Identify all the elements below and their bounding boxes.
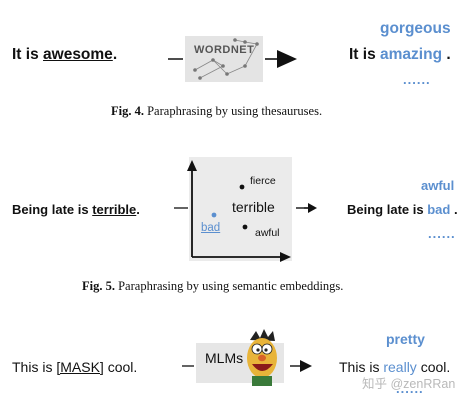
- embedding-plot-box: [189, 157, 292, 261]
- fig4-result-sentence: It is amazing .: [349, 46, 451, 63]
- plot-label-terrible: terrible: [232, 199, 275, 215]
- fig5-alt-above: awful: [421, 178, 455, 193]
- fig6-source-sentence: This is [MASK] cool.: [12, 359, 138, 375]
- fig4-alt-below: ......: [403, 72, 431, 87]
- plot-label-awful: awful: [255, 227, 280, 239]
- fig6-alt-below: ......: [396, 381, 424, 396]
- fig4-caption: Fig. 4. Paraphrasing by using thesauruse…: [111, 104, 323, 118]
- point-fierce: [239, 184, 245, 190]
- fig5-caption: Fig. 5. Paraphrasing by using semantic e…: [82, 279, 344, 293]
- fig6-target-word: [MASK]: [56, 359, 104, 375]
- fig5-source-sentence: Being late is terrible.: [12, 202, 140, 217]
- plot-label-bad: bad: [201, 222, 221, 234]
- fig6-mlm-pipeline: [182, 329, 312, 386]
- fig5-target-word: terrible: [92, 202, 137, 217]
- fig4-target-word: awesome: [43, 46, 113, 63]
- bert-character-icon: [247, 329, 277, 386]
- fig6-alt-above: pretty: [386, 331, 425, 347]
- wordnet-box: [185, 36, 263, 82]
- fig6-result-sentence: This is really cool.: [339, 359, 451, 375]
- plot-label-fierce: fierce: [250, 175, 276, 187]
- watermark: 知乎 @zenRRan: [362, 377, 456, 391]
- fig5-alt-below: ......: [428, 226, 456, 241]
- mlm-label: MLMs: [205, 350, 244, 366]
- fig4-alt-above: gorgeous: [380, 20, 451, 37]
- fig5-embedding-pipeline: [174, 157, 317, 262]
- wordnet-label: WORDNET: [194, 44, 255, 56]
- point-awful: [242, 224, 248, 230]
- point-bad: [211, 212, 217, 218]
- fig4-source-sentence: It is awesome.: [12, 46, 118, 63]
- fig4-wordnet-pipeline: [168, 36, 297, 82]
- fig5-result-sentence: Being late is bad .: [347, 202, 458, 217]
